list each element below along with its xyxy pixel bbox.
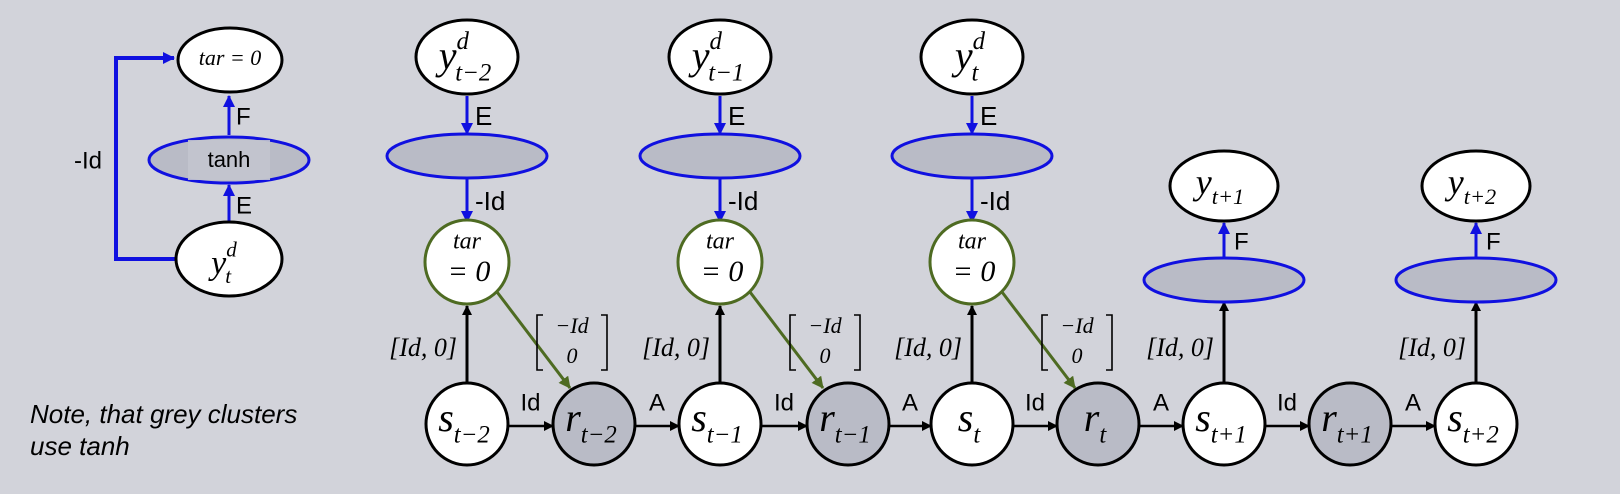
A-edge-label-7: A — [1405, 389, 1421, 416]
vector-top-1: −Id — [808, 313, 842, 338]
Id-edge-label-2: Id — [774, 389, 794, 416]
vector-top-0: −Id — [555, 313, 589, 338]
s-node-8 — [1433, 381, 1519, 467]
green-arrow-2 — [1000, 291, 1077, 389]
tar-line2-1: = 0 — [701, 255, 744, 288]
s-node-label-6: st+1 — [1195, 395, 1247, 448]
A-edge-label-1: A — [649, 389, 665, 416]
output-id-zero-label-0: [Id, 0] — [1146, 333, 1214, 362]
vector-bracket-right-1 — [854, 314, 861, 371]
green-arrow-0 — [495, 291, 572, 389]
vector-bracket-left-0 — [536, 314, 543, 371]
tar-line2-2: = 0 — [953, 255, 996, 288]
vector-bracket-left-1 — [789, 314, 796, 371]
Id-edge-label-0: Id — [520, 389, 540, 416]
output-y-node-1 — [1420, 149, 1532, 223]
left-tanh-highlight — [188, 140, 270, 180]
s-node-4 — [929, 381, 1015, 467]
green-arrow-1 — [748, 291, 825, 389]
tar-line1-0: tar — [453, 229, 482, 255]
vector-top-2: −Id — [1060, 313, 1094, 338]
s-node-label-2: st−1 — [691, 395, 743, 448]
s-node-2 — [677, 381, 763, 467]
left-F-label: F — [236, 103, 251, 130]
s-node-0 — [424, 381, 510, 467]
left-tar-label: tar = 0 — [199, 45, 262, 70]
r-node-label-5: rt — [1084, 395, 1108, 448]
target-y-node-0 — [414, 18, 520, 96]
left-E-label: E — [236, 192, 252, 219]
target-cluster-1 — [638, 132, 802, 180]
target-negid-label-2: -Id — [980, 186, 1010, 216]
output-cluster-0 — [1142, 256, 1306, 304]
target-E-label-0: E — [475, 101, 492, 131]
r-node-7 — [1307, 381, 1393, 467]
tar-node-2 — [928, 218, 1016, 306]
vector-bottom-0: 0 — [567, 343, 578, 368]
left-negid-loop — [114, 52, 176, 261]
s-node-6 — [1181, 381, 1267, 467]
nodes-layer — [147, 18, 1558, 467]
output-F-label-1: F — [1486, 228, 1501, 255]
id-zero-label-2: [Id, 0] — [894, 333, 962, 362]
r-node-5 — [1055, 381, 1141, 467]
output-F-label-0: F — [1234, 228, 1249, 255]
vector-bracket-right-2 — [1106, 314, 1113, 371]
vector-bracket-left-2 — [1041, 314, 1048, 371]
Id-edge-label-6: Id — [1277, 389, 1297, 416]
left-tanh-label: tanh — [208, 147, 251, 172]
edges-layer — [114, 52, 1482, 431]
target-cluster-0 — [385, 132, 549, 180]
left-negid-label: -Id — [74, 147, 102, 174]
vector-bottom-1: 0 — [820, 343, 831, 368]
vector-bracket-right-0 — [601, 314, 608, 371]
output-id-zero-label-1: [Id, 0] — [1398, 333, 1466, 362]
A-edge-label-3: A — [902, 389, 918, 416]
output-cluster-1 — [1394, 256, 1558, 304]
tar-node-0 — [423, 218, 511, 306]
target-y-node-1 — [667, 18, 773, 96]
id-zero-label-1: [Id, 0] — [642, 333, 710, 362]
r-node-label-3: rt−1 — [819, 395, 871, 448]
tar-line2-0: = 0 — [448, 255, 491, 288]
left-tar-node — [176, 26, 284, 94]
r-node-1 — [551, 381, 637, 467]
output-y-node-0 — [1168, 149, 1280, 223]
grey-cluster-note: Note, that grey clusters use tanh — [30, 399, 298, 461]
target-negid-label-1: -Id — [728, 186, 758, 216]
id-zero-label-0: [Id, 0] — [389, 333, 457, 362]
output-y-label-0: yt+1 — [1193, 162, 1244, 209]
r-node-3 — [805, 381, 891, 467]
s-node-label-8: st+2 — [1447, 395, 1499, 448]
s-node-label-4: st — [958, 395, 982, 448]
s-node-label-0: st−2 — [438, 395, 490, 448]
target-negid-label-0: -Id — [475, 186, 505, 216]
Id-edge-label-4: Id — [1025, 389, 1045, 416]
A-edge-label-5: A — [1153, 389, 1169, 416]
tar-line1-1: tar — [706, 229, 735, 255]
target-E-label-2: E — [980, 101, 997, 131]
target-cluster-2 — [890, 132, 1054, 180]
left-y-node — [174, 220, 284, 298]
r-node-label-1: rt−2 — [565, 395, 617, 448]
output-y-label-1: yt+2 — [1445, 162, 1496, 209]
tar-line1-2: tar — [958, 229, 987, 255]
r-node-label-7: rt+1 — [1321, 395, 1373, 448]
target-E-label-1: E — [728, 101, 745, 131]
tar-node-1 — [676, 218, 764, 306]
target-y-node-2 — [919, 18, 1025, 96]
vector-bottom-2: 0 — [1072, 343, 1083, 368]
